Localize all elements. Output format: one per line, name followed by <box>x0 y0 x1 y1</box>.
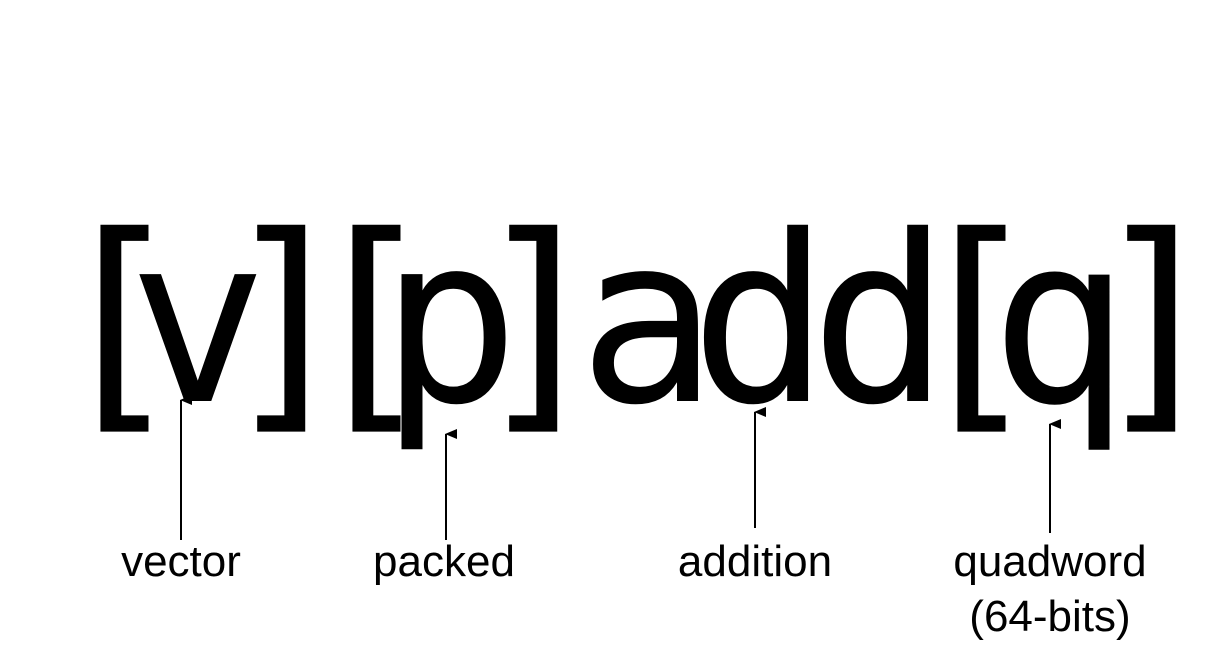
bracket-close: ] <box>218 186 358 456</box>
letter-q: q <box>990 186 1130 456</box>
letter-v: v <box>128 186 268 456</box>
bracket-close: ] <box>1088 186 1228 456</box>
label-quadword-main: quadword <box>953 537 1147 586</box>
bracket-close: ] <box>470 186 610 456</box>
label-addition: addition <box>677 537 833 586</box>
label-quadword: quadword (64-bits) <box>953 534 1146 644</box>
letter-d: d <box>810 186 950 456</box>
label-quadword-note: (64-bits) <box>969 592 1131 641</box>
bracket-open: [ <box>300 186 440 456</box>
label-vector: vector <box>121 537 241 586</box>
letter-d: d <box>690 186 830 456</box>
letter-p: p <box>380 186 520 456</box>
bracket-open: [ <box>48 186 188 456</box>
letter-a: a <box>578 186 718 456</box>
bracket-open: [ <box>905 186 1045 456</box>
label-packed: packed <box>373 537 515 586</box>
